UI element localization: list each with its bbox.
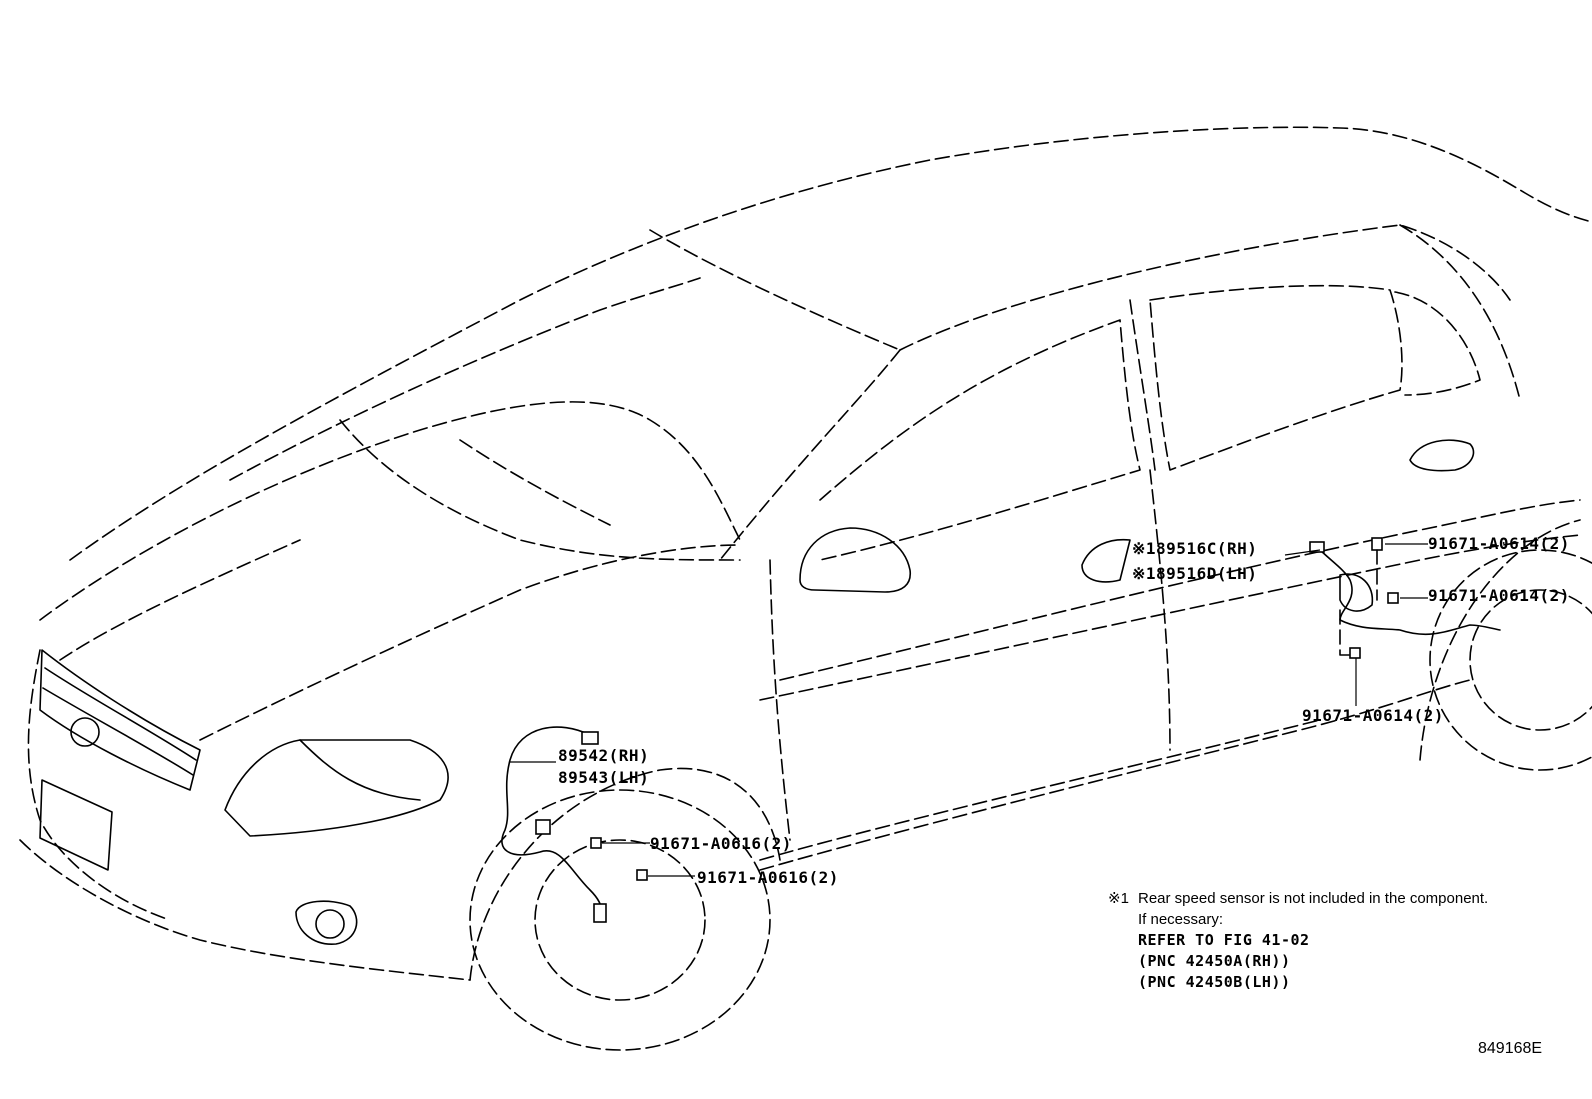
front-tire	[469, 789, 771, 1051]
c-pillar	[1399, 224, 1521, 401]
rear-door-window	[1149, 284, 1403, 471]
rear-bolt-bottom	[1349, 647, 1361, 659]
front-bolt-upper	[590, 837, 602, 849]
footnote-line-2: If necessary:	[1138, 911, 1224, 928]
callout-rear-bolt-mid: 91671-A0614(2)	[1428, 586, 1570, 605]
callout-front-sensor-lh: 89543(LH)	[558, 768, 650, 787]
rear-door-handle	[1409, 439, 1475, 472]
windshield-base	[229, 277, 701, 481]
headlight-inner	[299, 739, 421, 801]
callout-front-bolt-lower: 91671-A0616(2)	[697, 868, 839, 887]
front-wheel-arch	[469, 767, 781, 981]
rear-sensor-harness	[1317, 547, 1501, 636]
footnote-line-4: (PNC 42450A(RH))	[1138, 952, 1291, 970]
rear-rim	[1469, 589, 1592, 731]
rear-sensor-connector	[1309, 541, 1325, 553]
grille-slat-2	[42, 687, 194, 776]
footnote: ※1 Rear speed sensor is not included in t…	[1108, 888, 1488, 993]
front-sensor-clip	[535, 819, 551, 835]
callout-rear-bolt-top: 91671-A0614(2)	[1428, 534, 1570, 553]
callout-rear-bolt-bottom: 91671-A0614(2)	[1302, 706, 1444, 725]
grille-slat-1	[44, 667, 197, 761]
footnote-text: Rear speed sensor is not included in the…	[1138, 890, 1489, 907]
side-belt-line	[779, 499, 1581, 681]
footnote-line-5: (PNC 42450B(LH))	[1138, 973, 1291, 991]
door-sill	[759, 719, 1321, 861]
callout-front-bolt-upper: 91671-A0616(2)	[650, 834, 792, 853]
front-bumper-lower	[19, 839, 471, 981]
hood-edge	[39, 401, 741, 621]
figure-id: 849168E	[1478, 1040, 1543, 1057]
license-plate	[39, 779, 113, 871]
wiper-cowl	[459, 439, 611, 526]
roof-rear-edge	[899, 224, 1511, 351]
footnote-line-1: ※1 Rear speed sensor is not included in t…	[1108, 888, 1488, 909]
rear-wheel-arch	[1419, 519, 1581, 761]
side-character-line	[759, 534, 1581, 701]
callout-rear-sensor-rh: ※189516C(RH)	[1132, 539, 1258, 558]
front-sensor-harness	[501, 726, 603, 921]
front-emblem	[70, 717, 100, 747]
front-sensor-connector	[581, 731, 599, 745]
headlight	[224, 739, 449, 837]
fog-lamp	[295, 900, 358, 945]
a-pillar	[719, 349, 901, 561]
rear-bolt-dash-bottom	[1339, 609, 1356, 656]
front-door-handle	[1081, 538, 1131, 583]
rocker-panel	[759, 679, 1471, 871]
hood-line-left	[59, 539, 301, 661]
footnote-line-3: REFER TO FIG 41-02	[1138, 931, 1310, 949]
rear-quarter-window	[1394, 291, 1481, 396]
fender-line	[199, 544, 741, 741]
front-door-front-edge	[769, 559, 791, 841]
front-rim	[534, 839, 706, 1001]
windshield-top	[649, 229, 901, 351]
front-bolt-lower	[636, 869, 648, 881]
front-door-rear-edge	[1149, 469, 1171, 751]
front-sensor-head	[593, 903, 607, 923]
fog-lamp-inner	[315, 909, 345, 939]
rear-sensor-bracket	[1339, 573, 1374, 612]
footnote-mark: ※1	[1108, 890, 1129, 907]
rear-bolt-top	[1371, 537, 1383, 551]
roof-line	[69, 126, 1592, 561]
hood-crease	[339, 419, 741, 561]
b-pillar	[1129, 299, 1156, 471]
front-door-window	[819, 319, 1141, 561]
rear-bolt-mid	[1387, 592, 1399, 604]
side-mirror	[799, 527, 911, 593]
rear-tire	[1429, 549, 1592, 771]
callout-front-sensor-rh: 89542(RH)	[558, 746, 650, 765]
leader-rear-sensor	[1284, 549, 1321, 556]
grille-outline	[39, 649, 201, 791]
callout-rear-sensor-lh: ※189516D(LH)	[1132, 564, 1258, 583]
